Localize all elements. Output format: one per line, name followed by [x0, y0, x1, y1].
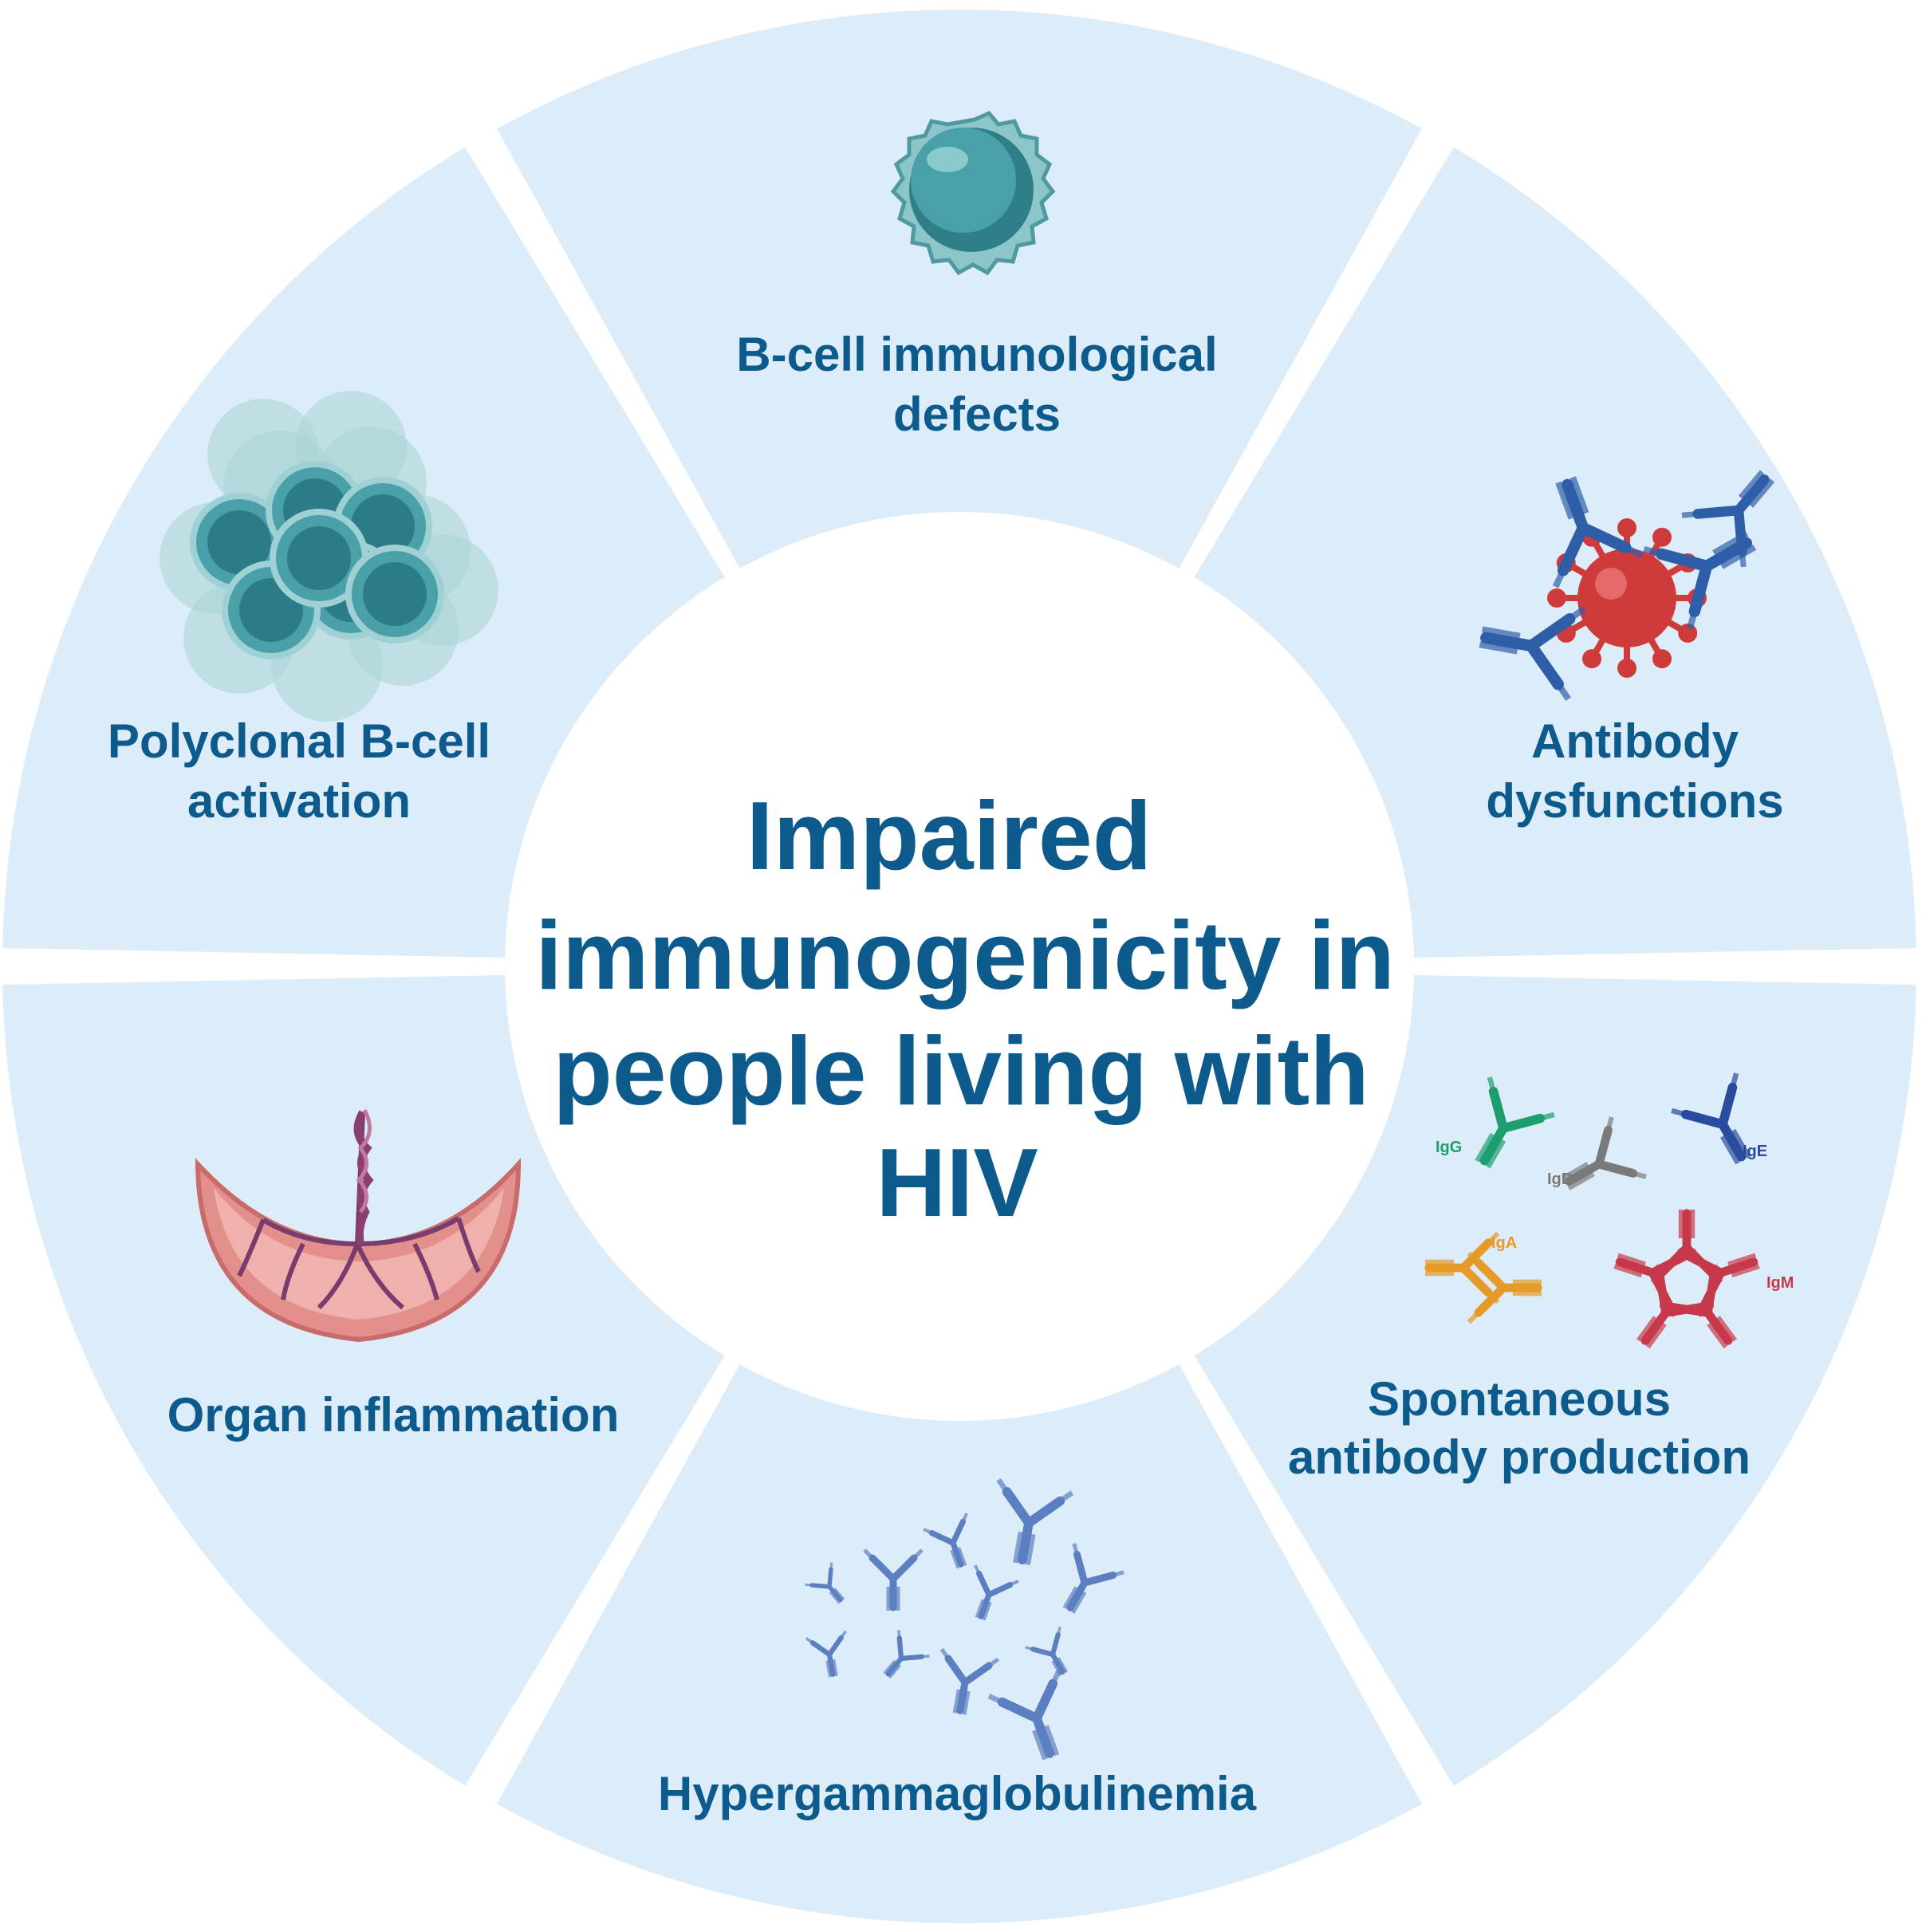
free-antibody [939, 1647, 1000, 1715]
igd-antibody [1562, 1116, 1647, 1190]
virus-spike-tip [1652, 527, 1672, 547]
center-title-line-3: people living with [553, 1017, 1369, 1125]
virus-spike-tip [1547, 588, 1566, 608]
segment-hypergammaglobulinemia [497, 966, 1422, 1923]
virus-highlight [1595, 568, 1627, 600]
cell-nucleus [363, 562, 427, 626]
center-title-line-4: HIV [876, 1128, 1038, 1237]
label-b-cell-defects-line-1: B-cell immunological [736, 328, 1217, 381]
free-antibody [805, 1630, 847, 1678]
ige-antibody [1671, 1072, 1751, 1165]
cell-nucleus [207, 510, 271, 574]
virus-antibody-icon [1479, 470, 1775, 702]
virus-spike-tip [1582, 649, 1601, 669]
virus-spike-tip [1617, 659, 1636, 678]
virus-bound-antibody [1681, 470, 1775, 568]
b-cell-icon [890, 110, 1056, 276]
cell-cluster-icon [160, 391, 498, 722]
free-antibody [973, 1564, 1019, 1621]
label-antibody-dysfunctions-line-2: dysfunctions [1486, 774, 1783, 828]
center-title-line-1: Impaired [746, 781, 1152, 890]
free-antibody [996, 1478, 1074, 1566]
label-polyclonal-activation-line-2: activation [187, 774, 411, 828]
antibody-cluster-icon [805, 1478, 1124, 1761]
segment-b-cell-defects [497, 10, 1422, 967]
cell-nucleus [351, 494, 415, 558]
free-antibody [883, 1630, 930, 1679]
label-spontaneous-production-line-2: antibody production [1288, 1430, 1751, 1484]
inflamed-organ-icon [195, 1108, 522, 1343]
label-organ-inflammation: Organ inflammation [167, 1388, 620, 1442]
virus-bound-antibody [1552, 476, 1644, 588]
label-b-cell-defects-line-2: defects [893, 388, 1061, 441]
free-antibody [805, 1562, 845, 1604]
free-antibody [863, 1548, 924, 1611]
ig-class-label: IgD [1547, 1171, 1573, 1188]
free-antibody [987, 1669, 1061, 1761]
segment-labels: B-cell immunological defects Antibody dy… [108, 328, 1784, 1820]
center-title-line-2: immunogenicity in [535, 901, 1395, 1009]
label-polyclonal-activation-line-1: Polyclonal B-cell [108, 714, 490, 768]
ig-class-label: IgM [1766, 1274, 1794, 1292]
igm-antibody-unit [1613, 1248, 1697, 1317]
cell-nucleus [287, 526, 351, 590]
free-antibody [923, 1513, 969, 1569]
virus-bound-antibody [1479, 606, 1587, 702]
free-antibody [1025, 1627, 1069, 1677]
label-antibody-dysfunctions-line-1: Antibody [1531, 714, 1739, 768]
ig-class-label: IgA [1491, 1234, 1517, 1252]
iga-antibody-b [1467, 1251, 1542, 1324]
label-spontaneous-production-line-1: Spontaneous [1368, 1372, 1671, 1426]
virus-spike-tip [1617, 518, 1636, 537]
ig-class-label: IgE [1743, 1143, 1767, 1160]
label-hypergammaglobulinemia: Hypergammaglobulinemia [658, 1767, 1257, 1820]
igg-antibody [1475, 1076, 1555, 1169]
immunoglobulin-classes-icon: IgG IgD IgE IgA IgM [1424, 1072, 1794, 1349]
center-circle [505, 512, 1414, 1421]
free-antibody [1062, 1543, 1124, 1614]
ig-class-label: IgG [1436, 1139, 1462, 1156]
center-title: Impaired immunogenicity in people living… [535, 781, 1395, 1237]
virus-body [1577, 549, 1676, 647]
virus-spike-tip [1652, 649, 1672, 669]
iga-antibody-a [1424, 1231, 1500, 1304]
